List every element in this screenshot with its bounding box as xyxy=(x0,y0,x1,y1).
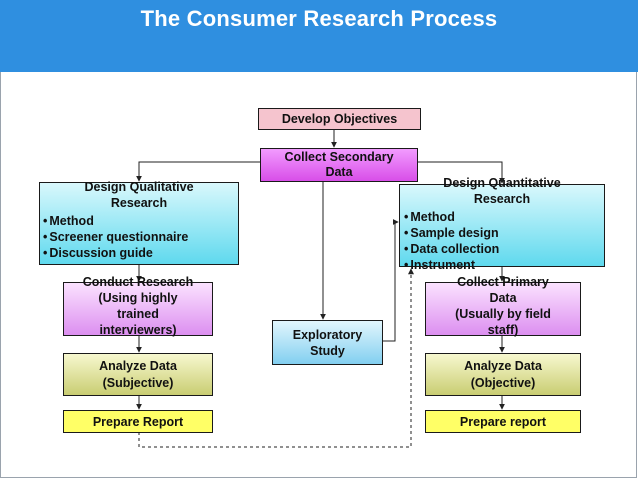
design-quantitative-item: Instrument xyxy=(404,257,600,273)
collect-primary-data-box: Collect Primary Data (Usually by field s… xyxy=(425,275,581,337)
analyze-data-subjective-box: Analyze Data (Subjective) xyxy=(63,353,213,396)
analyze-objective-line-2: (Objective) xyxy=(470,375,536,390)
develop-objectives-box: Develop Objectives xyxy=(258,108,421,130)
collect-primary-line: staff) xyxy=(487,323,519,337)
collect-primary-line: Data xyxy=(489,291,517,305)
prepare-report-right-label: Prepare report xyxy=(459,414,547,429)
design-quantitative-box: Design Quantitative Research Method Samp… xyxy=(399,176,605,272)
header-bar: The Consumer Research Process xyxy=(0,0,638,72)
design-quantitative-item: Method xyxy=(404,209,600,225)
design-qualitative-item: Method xyxy=(43,213,235,229)
conduct-research-line: interviewers) xyxy=(99,323,177,337)
design-qualitative-list: Method Screener questionnaire Discussion… xyxy=(43,213,235,261)
collect-secondary-line-2: Data xyxy=(325,165,353,179)
design-quantitative-title-2: Research xyxy=(473,192,531,206)
exploratory-study-box: Exploratory Study xyxy=(272,320,383,365)
page-title: The Consumer Research Process xyxy=(140,6,498,31)
collect-primary-line: (Usually by field xyxy=(455,307,551,321)
analyze-objective-line-1: Analyze Data xyxy=(464,358,542,373)
design-quantitative-list: Method Sample design Data collection Ins… xyxy=(404,209,600,273)
design-qualitative-title-1: Design Qualitative xyxy=(84,180,194,194)
prepare-report-left-box: Prepare Report xyxy=(63,410,213,433)
analyze-subjective-line-1: Analyze Data xyxy=(99,358,177,373)
collect-secondary-line-1: Collect Secondary xyxy=(284,150,394,164)
analyze-data-objective-box: Analyze Data (Objective) xyxy=(425,353,581,396)
design-quantitative-item: Sample design xyxy=(404,225,600,241)
design-qualitative-item: Discussion guide xyxy=(43,245,235,261)
exploratory-line-2: Study xyxy=(310,343,345,358)
prepare-report-left-label: Prepare Report xyxy=(92,414,184,429)
diagram-frame xyxy=(0,72,637,478)
exploratory-line-1: Exploratory xyxy=(292,327,363,342)
collect-secondary-data-box: Collect Secondary Data xyxy=(260,148,418,182)
conduct-research-box: Conduct Research (Using highly trained i… xyxy=(63,275,213,337)
develop-objectives-label: Develop Objectives xyxy=(281,112,398,126)
design-qualitative-box: Design Qualitative Research Method Scree… xyxy=(39,180,239,265)
prepare-report-right-box: Prepare report xyxy=(425,410,581,433)
design-quantitative-item: Data collection xyxy=(404,241,600,257)
collect-primary-line: Collect Primary xyxy=(457,275,549,289)
conduct-research-line: trained xyxy=(117,307,159,321)
design-qualitative-item: Screener questionnaire xyxy=(43,229,235,245)
conduct-research-line: Conduct Research xyxy=(82,275,194,289)
analyze-subjective-line-2: (Subjective) xyxy=(102,375,174,390)
design-quantitative-title-1: Design Quantitative xyxy=(443,176,561,190)
design-qualitative-title-2: Research xyxy=(110,196,168,210)
conduct-research-line: (Using highly xyxy=(98,291,178,305)
